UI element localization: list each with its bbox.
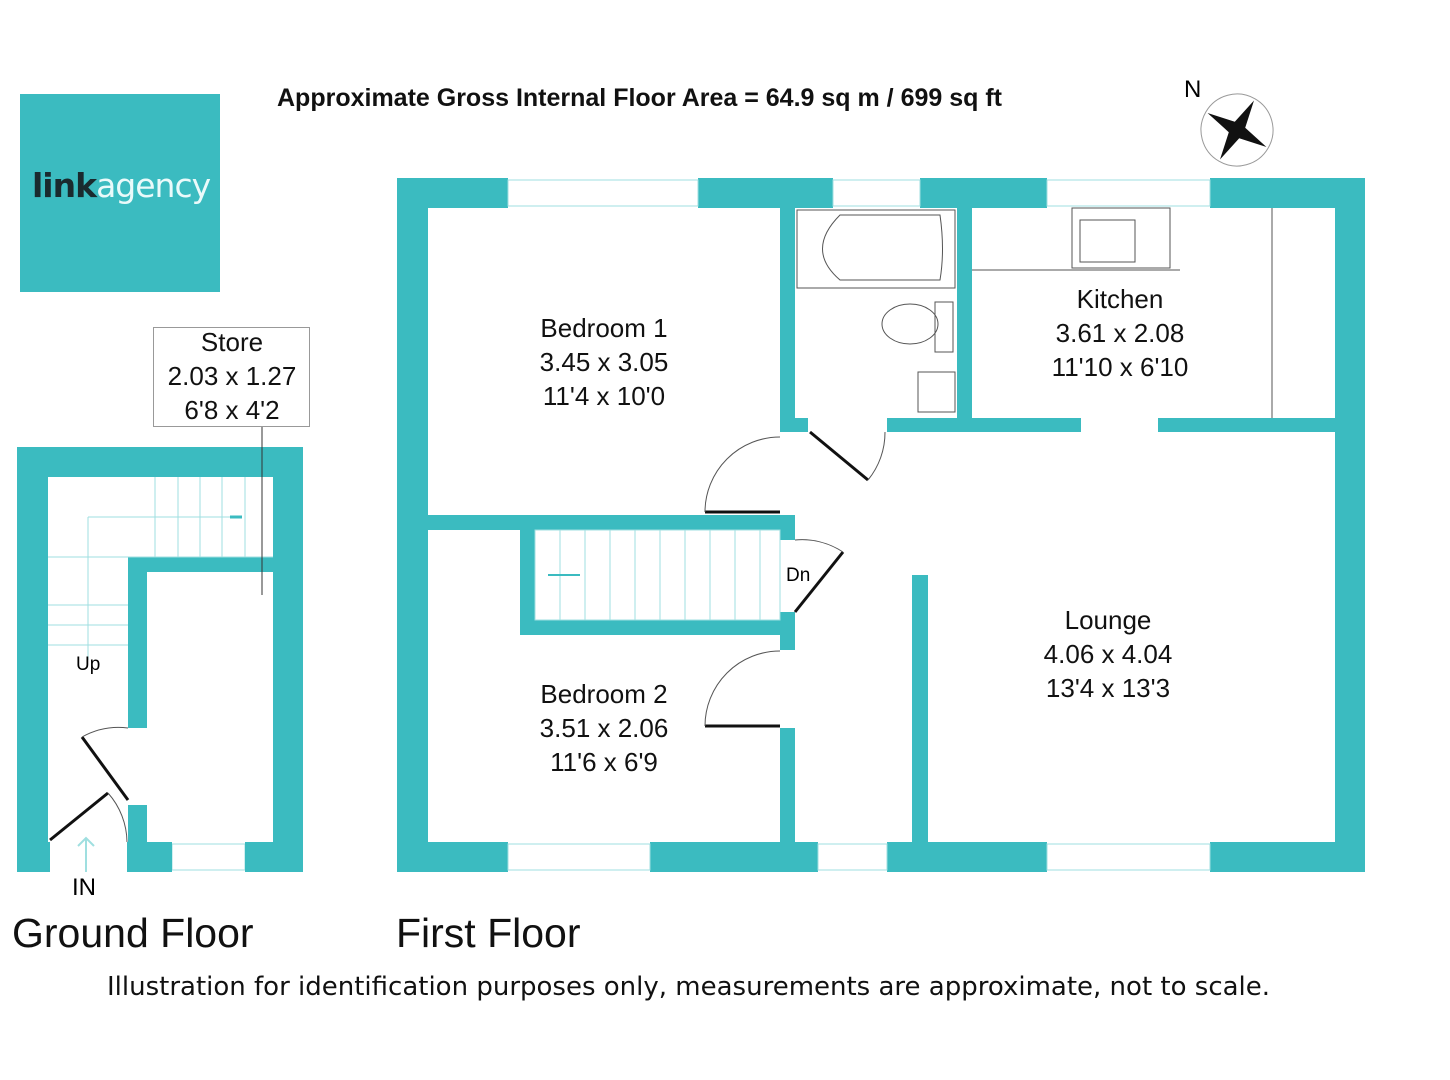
disclaimer-note: Illustration for identification purposes…: [107, 972, 1271, 1002]
room-name: Lounge: [1064, 605, 1152, 635]
room-name: Store: [200, 327, 264, 357]
bathroom-fixtures: [796, 209, 956, 413]
room-imperial: 11'10 x 6'10: [1051, 352, 1189, 382]
room-metric: 3.45 x 3.05: [539, 347, 669, 377]
room-metric: 4.06 x 4.04: [1043, 639, 1173, 669]
room-imperial: 11'4 x 10'0: [542, 381, 666, 411]
stairs-up-label: Up: [76, 654, 101, 675]
entrance-label: IN: [72, 874, 96, 901]
room-label-kitchen: Kitchen 3.61 x 2.08 11'10 x 6'10: [1052, 282, 1189, 384]
logo-part2: agency: [96, 166, 211, 205]
compass-icon: [1200, 93, 1274, 167]
first-floor-stairs: [534, 529, 781, 621]
room-label-bedroom-1: Bedroom 1 3.45 x 3.05 11'4 x 10'0: [540, 311, 669, 413]
logo: linkagency: [20, 94, 220, 292]
room-metric: 3.61 x 2.08: [1055, 318, 1185, 348]
first-floor-label: First Floor: [396, 910, 581, 956]
logo-part1: link: [32, 166, 97, 205]
room-metric: 2.03 x 1.27: [167, 361, 297, 391]
store-label-box: [153, 327, 310, 427]
first-floor-walls: [397, 178, 1365, 872]
doors: [49, 430, 886, 843]
room-imperial: 6'8 x 4'2: [184, 395, 280, 425]
room-imperial: 13'4 x 13'3: [1045, 673, 1171, 703]
ground-floor-label: Ground Floor: [12, 910, 254, 956]
room-metric: 3.51 x 2.06: [539, 713, 669, 743]
room-label-store: Store 2.03 x 1.27 6'8 x 4'2: [168, 325, 297, 427]
stairs-down-label: Dn: [786, 565, 811, 586]
floor-area-title: Approximate Gross Internal Floor Area = …: [277, 84, 1002, 112]
compass-north-label: N: [1184, 76, 1202, 103]
ground-floor-walls: [17, 425, 303, 872]
room-label-lounge: Lounge 4.06 x 4.04 13'4 x 13'3: [1044, 603, 1173, 705]
room-name: Kitchen: [1076, 284, 1164, 314]
room-imperial: 11'6 x 6'9: [550, 747, 658, 777]
kitchen-fixtures: [972, 207, 1273, 418]
room-label-bedroom-2: Bedroom 2 3.51 x 2.06 11'6 x 6'9: [540, 677, 669, 779]
room-name: Bedroom 2: [540, 679, 668, 709]
room-name: Bedroom 1: [540, 313, 668, 343]
